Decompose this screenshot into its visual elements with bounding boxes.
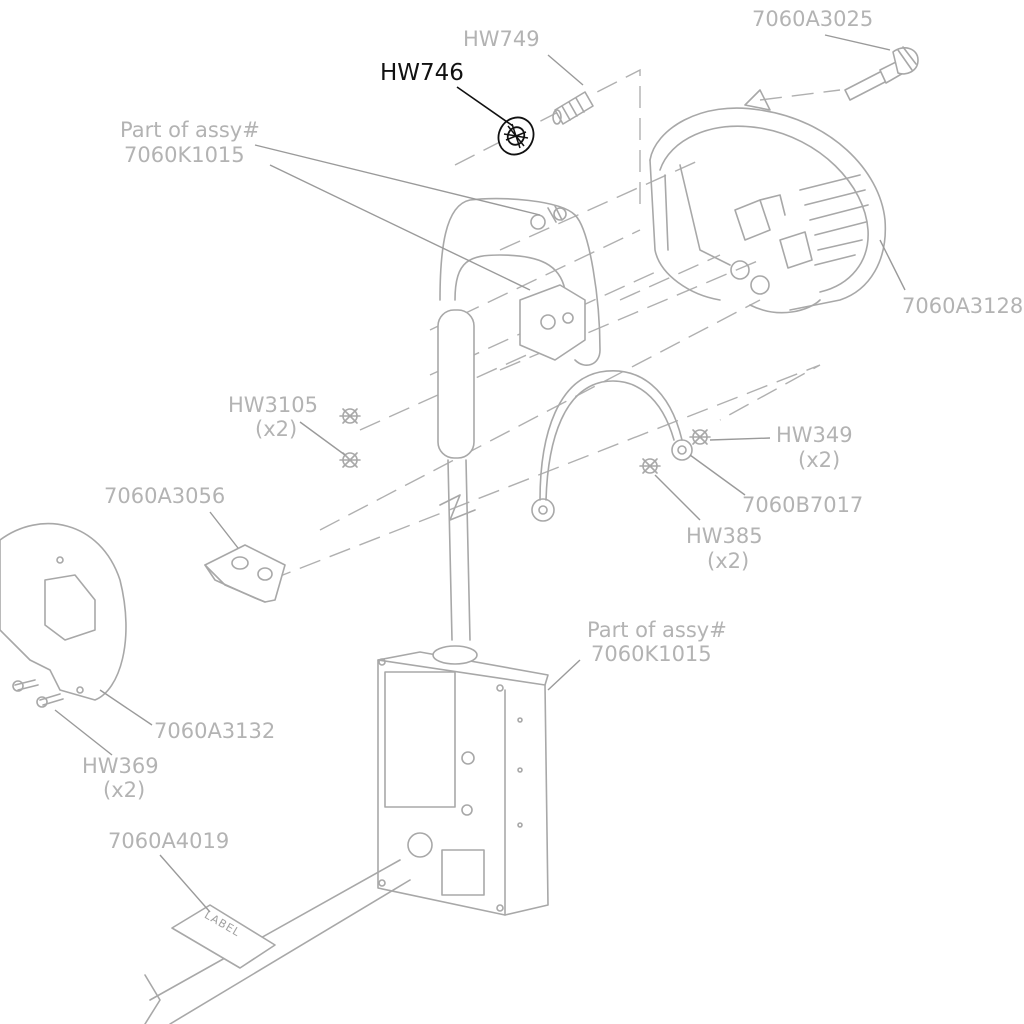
callout-hw369-line1: HW369 <box>82 754 159 778</box>
callout-7060a3128: 7060A3128 <box>902 294 1023 318</box>
callout-hw749: HW749 <box>463 27 540 51</box>
callouts: HW749 HW746 7060A3025 Part of assy# 7060… <box>82 7 1023 853</box>
callout-hw349-line2: (x2) <box>798 448 840 472</box>
part-small-hardware-top[interactable] <box>530 205 567 230</box>
callout-7060a4019: 7060A4019 <box>108 829 229 853</box>
part-7060A4019-label[interactable]: LABEL <box>144 859 411 1024</box>
callout-hw3105-line1: HW3105 <box>228 393 318 417</box>
callout-hw746: HW746 <box>380 60 464 86</box>
part-HW385-washers[interactable] <box>639 458 661 474</box>
callout-hw3105-line2: (x2) <box>255 417 297 441</box>
callout-hw369-line2: (x2) <box>103 778 145 802</box>
part-HW369-screws[interactable] <box>12 679 64 708</box>
callout-partof-box-line2: 7060K1015 <box>591 642 712 666</box>
part-HW3105-washers[interactable] <box>339 408 361 468</box>
callout-partof-box-line1: Part of assy# <box>587 618 727 642</box>
callout-partof-top-line1: Part of assy# <box>120 118 260 142</box>
part-HW749-setscrew[interactable] <box>552 91 594 125</box>
leader-lines <box>54 34 906 913</box>
callout-7060a3132: 7060A3132 <box>154 719 275 743</box>
part-cable-assembly-top[interactable] <box>437 197 601 641</box>
callout-hw349-line1: HW349 <box>776 423 853 447</box>
part-HW349-washers[interactable] <box>689 429 711 445</box>
callout-7060a3056: 7060A3056 <box>104 484 225 508</box>
part-HW746-lock-washer[interactable] <box>492 111 540 161</box>
part-7060A3128-housing[interactable] <box>649 89 887 314</box>
callout-hw385-line2: (x2) <box>707 549 749 573</box>
part-7060A3132-mounting-plate[interactable] <box>0 522 127 701</box>
callout-partof-top-line2: 7060K1015 <box>124 143 245 167</box>
callout-7060b7017: 7060B7017 <box>742 493 863 517</box>
callout-7060a3025: 7060A3025 <box>752 7 873 31</box>
part-control-box[interactable] <box>377 645 549 916</box>
part-7060A3025-thumbscrew[interactable] <box>844 46 919 101</box>
callout-hw385-line1: HW385 <box>686 524 763 548</box>
part-7060B7017-ground-strap[interactable] <box>531 370 693 522</box>
part-7060A3056-bracket[interactable] <box>204 544 286 603</box>
